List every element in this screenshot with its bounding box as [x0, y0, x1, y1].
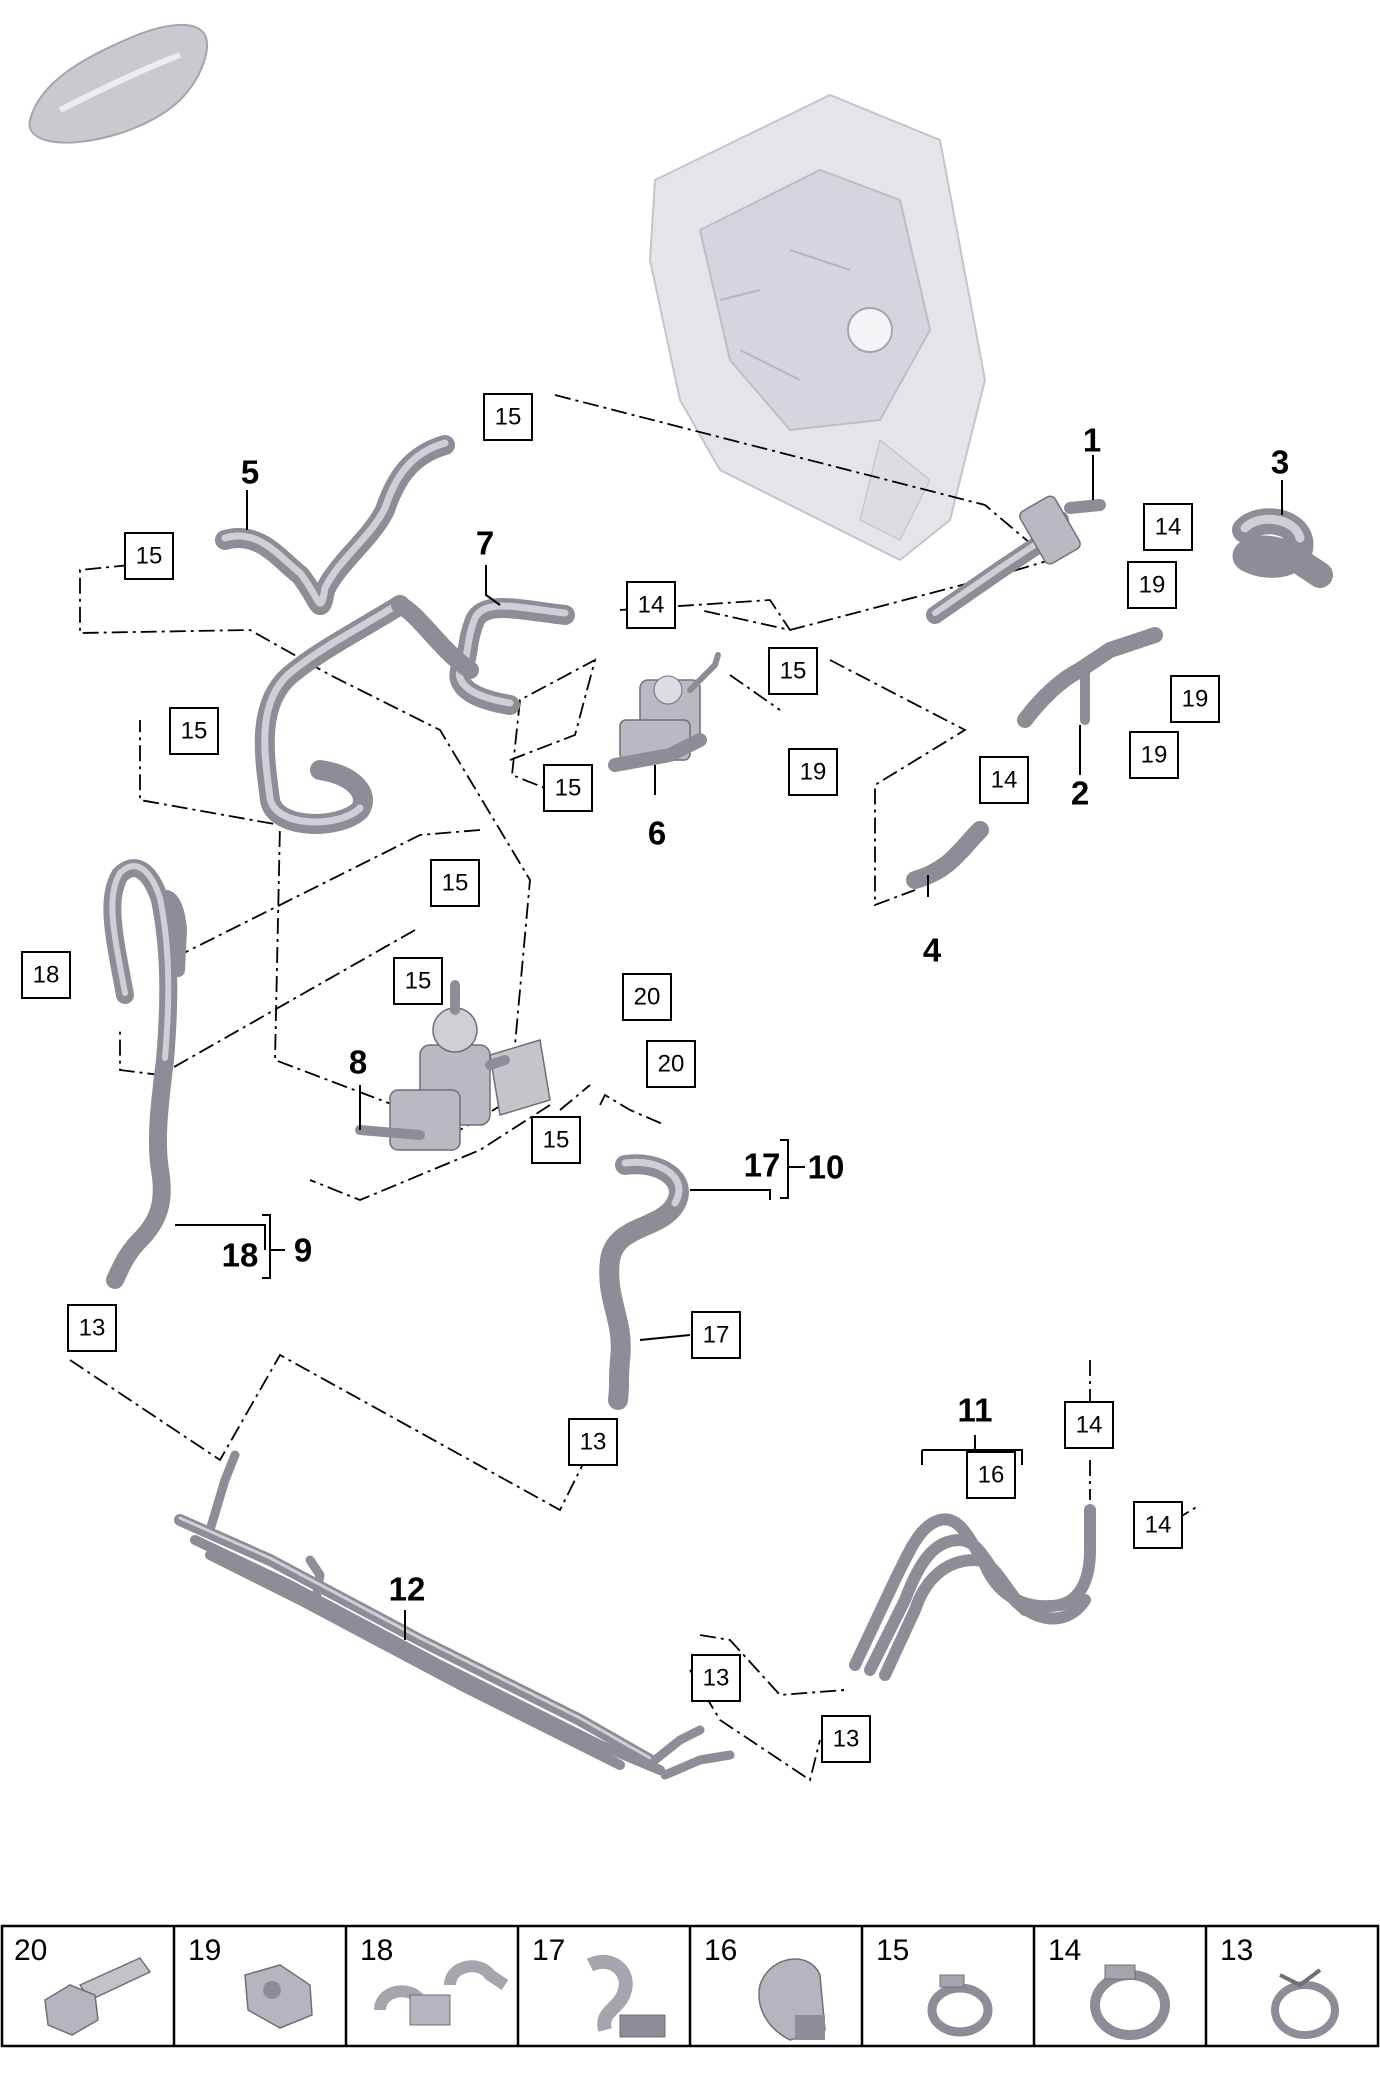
svg-text:16: 16 — [704, 1934, 737, 1967]
box-15-c: 15 — [169, 707, 219, 755]
svg-text:14: 14 — [1048, 1934, 1081, 1967]
svg-text:19: 19 — [800, 759, 827, 786]
box-15-a: 15 — [483, 393, 533, 441]
svg-text:15: 15 — [495, 404, 522, 431]
box-19-c: 19 — [1129, 731, 1179, 779]
svg-text:15: 15 — [543, 1127, 570, 1154]
box-18: 18 — [21, 951, 71, 999]
svg-text:15: 15 — [136, 543, 163, 570]
svg-text:17: 17 — [703, 1322, 730, 1349]
parts-legend: 20 19 18 17 — [0, 1924, 1380, 2048]
box-19-d: 19 — [788, 748, 838, 796]
svg-text:15: 15 — [555, 775, 582, 802]
svg-text:17: 17 — [532, 1934, 565, 1967]
svg-text:13: 13 — [833, 1726, 860, 1753]
legend-cell-17: 17 — [532, 1934, 666, 2038]
nut-icon — [244, 1964, 313, 2029]
svg-text:14: 14 — [1155, 514, 1182, 541]
box-20-a: 20 — [622, 973, 672, 1021]
callout-11: 11 — [958, 1392, 993, 1429]
box-14-d: 14 — [1064, 1401, 1114, 1449]
callout-12: 12 — [389, 1571, 426, 1608]
hose-clamp-spring-icon — [1271, 1968, 1339, 2039]
svg-text:15: 15 — [780, 658, 807, 685]
body-panel-illustration — [648, 93, 987, 562]
double-clip-icon — [374, 1960, 509, 2026]
box-13-d: 13 — [821, 1715, 871, 1763]
svg-text:19: 19 — [1139, 572, 1166, 599]
svg-text:13: 13 — [79, 1315, 106, 1342]
car-thumbnail-icon — [28, 23, 208, 144]
svg-text:13: 13 — [1220, 1934, 1253, 1967]
callout-7: 7 — [476, 525, 494, 562]
legend-cell-18: 18 — [360, 1934, 509, 2026]
svg-text:14: 14 — [1076, 1412, 1103, 1439]
callout-17: 17 — [744, 1147, 781, 1184]
box-15-d: 15 — [768, 647, 818, 695]
callout-4: 4 — [923, 932, 942, 969]
callout-10: 10 — [808, 1149, 845, 1186]
svg-text:14: 14 — [638, 592, 665, 619]
legend-cell-14: 14 — [1048, 1934, 1170, 2040]
callout-5: 5 — [241, 454, 259, 491]
box-17: 17 — [691, 1311, 741, 1359]
svg-text:14: 14 — [991, 767, 1018, 794]
svg-text:15: 15 — [405, 968, 432, 995]
holder-clip-icon — [758, 1958, 826, 2041]
svg-text:13: 13 — [580, 1429, 607, 1456]
box-20-b: 20 — [646, 1040, 696, 1088]
svg-text:19: 19 — [1141, 742, 1168, 769]
box-14-e: 14 — [1133, 1501, 1183, 1549]
svg-text:19: 19 — [188, 1934, 221, 1967]
box-19-b: 19 — [1170, 675, 1220, 723]
legend-cell-13: 13 — [1220, 1934, 1339, 2039]
box-15-h: 15 — [531, 1116, 581, 1164]
callout-18: 18 — [222, 1237, 259, 1274]
legend-cell-19: 19 — [188, 1934, 313, 2029]
leader-lines — [175, 455, 1283, 1640]
callout-9: 9 — [294, 1232, 312, 1269]
box-14-c: 14 — [979, 756, 1029, 804]
svg-text:20: 20 — [634, 984, 661, 1011]
box-15-g: 15 — [393, 957, 443, 1005]
clip-icon — [586, 1954, 666, 2038]
svg-text:14: 14 — [1145, 1512, 1172, 1539]
svg-text:20: 20 — [14, 1934, 47, 1967]
callout-1: 1 — [1083, 422, 1101, 459]
bolt-icon — [44, 1957, 152, 2036]
box-16: 16 — [966, 1451, 1016, 1499]
legend-cell-15: 15 — [876, 1934, 993, 2037]
box-13-b: 13 — [568, 1418, 618, 1466]
box-14-b: 14 — [626, 581, 676, 629]
callout-8: 8 — [349, 1044, 367, 1081]
box-15-f: 15 — [430, 859, 480, 907]
callout-3: 3 — [1271, 444, 1289, 481]
box-13-c: 13 — [691, 1654, 741, 1702]
box-14-a: 14 — [1143, 503, 1193, 551]
box-15-b: 15 — [124, 532, 174, 580]
hose-clamp-small-icon — [927, 1974, 993, 2037]
hose-clamp-large-icon — [1090, 1964, 1170, 2040]
callout-6: 6 — [648, 815, 666, 852]
box-15-e: 15 — [543, 764, 593, 812]
svg-text:16: 16 — [978, 1462, 1005, 1489]
callout-2: 2 — [1071, 775, 1089, 812]
svg-text:15: 15 — [442, 870, 469, 897]
svg-text:18: 18 — [33, 962, 60, 989]
reference-boxes: 15 15 15 15 15 15 15 15 14 14 14 14 14 1… — [21, 393, 1220, 1763]
svg-text:15: 15 — [876, 1934, 909, 1967]
box-13-a: 13 — [67, 1304, 117, 1352]
box-19-a: 19 — [1127, 561, 1177, 609]
svg-text:18: 18 — [360, 1934, 393, 1967]
svg-text:13: 13 — [703, 1665, 730, 1692]
legend-cell-16: 16 — [704, 1934, 826, 2041]
svg-text:15: 15 — [181, 718, 208, 745]
svg-text:20: 20 — [658, 1051, 685, 1078]
legend-cell-20: 20 — [14, 1934, 152, 2036]
part-callouts: 1 2 3 4 5 6 7 8 9 11 12 17 10 18 — [222, 422, 1290, 1608]
svg-text:19: 19 — [1182, 686, 1209, 713]
hoses-and-parts — [103, 435, 1333, 1780]
